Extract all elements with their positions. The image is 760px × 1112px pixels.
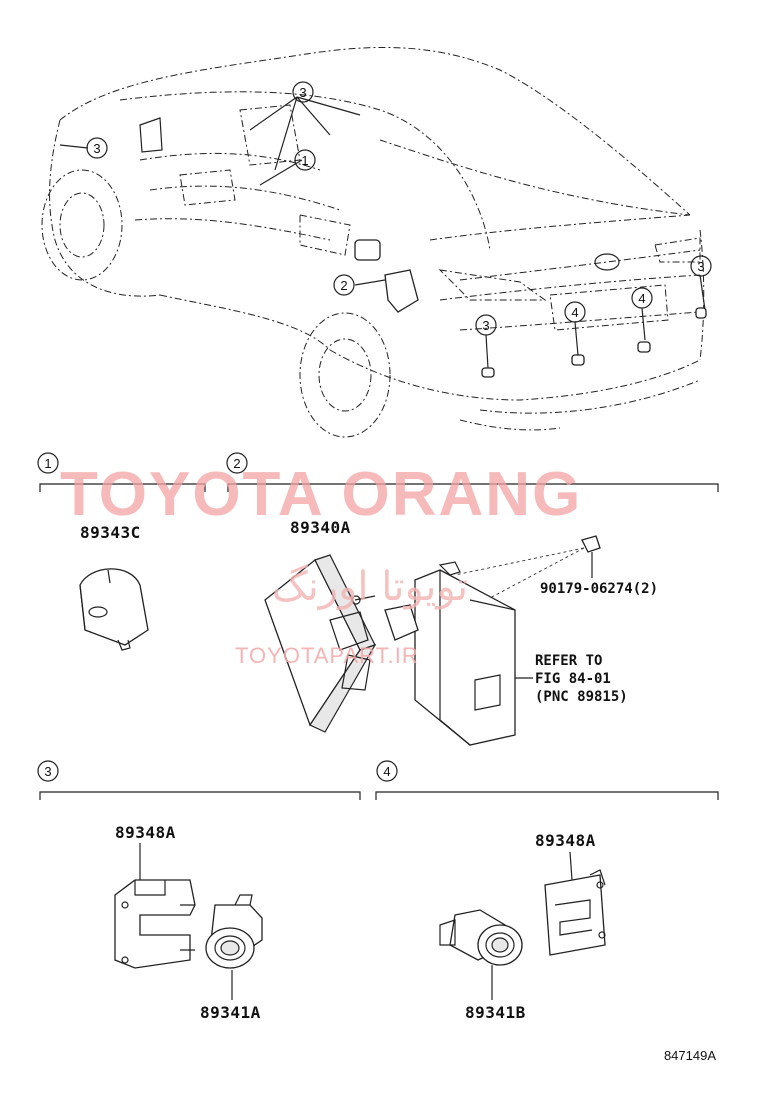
part-number-89340A: 89340A xyxy=(290,518,351,537)
vehicle-illustration: 3 3 1 2 3 4 4 3 xyxy=(41,46,712,438)
section-4-header: 4 xyxy=(375,760,719,800)
section-4-number: 4 xyxy=(383,764,390,779)
section-2-number: 2 xyxy=(233,456,240,471)
callout-3-front: 3 xyxy=(93,141,100,156)
buzzer-89343C xyxy=(79,568,149,651)
watermark-persian: تویوتا اورنگ xyxy=(272,564,468,610)
callout-4-left: 4 xyxy=(571,305,578,320)
part-number-90179: 90179-06274(2) xyxy=(540,581,658,597)
refer-note-line-1: REFER TO xyxy=(535,653,602,669)
figure-number: 847149A xyxy=(664,1048,716,1063)
sensor-89341B xyxy=(439,909,523,966)
section-1-header: 1 xyxy=(37,452,206,492)
section-1-number: 1 xyxy=(44,456,51,471)
part-number-89348A-right: 89348A xyxy=(535,831,596,850)
sensor-89341A xyxy=(205,894,263,969)
refer-note-line-2: FIG 84-01 xyxy=(535,671,611,687)
callout-3-rear-left: 3 xyxy=(482,318,489,333)
section-3-header: 3 xyxy=(37,760,361,800)
watermark-brand: TOYOTA ORANG xyxy=(60,460,582,529)
callout-1-car: 1 xyxy=(301,153,308,168)
callout-4-right: 4 xyxy=(638,291,645,306)
part-number-89343C: 89343C xyxy=(80,523,141,542)
callout-3-rear-right: 3 xyxy=(697,259,704,274)
reference-module-89815 xyxy=(384,561,516,746)
retainer-89348A-right xyxy=(544,869,606,956)
watermark-url: TOYOTAPART.IR xyxy=(235,643,419,668)
refer-note-line-3: (PNC 89815) xyxy=(535,689,628,705)
part-number-89341B: 89341B xyxy=(465,1003,526,1022)
section-2-header: 2 xyxy=(226,452,719,492)
part-number-89348A-left: 89348A xyxy=(115,823,176,842)
section-3-number: 3 xyxy=(44,764,51,779)
callout-3-top: 3 xyxy=(299,85,306,100)
ecu-89340A xyxy=(264,554,377,733)
callout-2-car: 2 xyxy=(340,278,347,293)
part-number-89341A: 89341A xyxy=(200,1003,261,1022)
retainer-89348A-left xyxy=(114,879,196,969)
bolt-90179 xyxy=(454,535,601,599)
